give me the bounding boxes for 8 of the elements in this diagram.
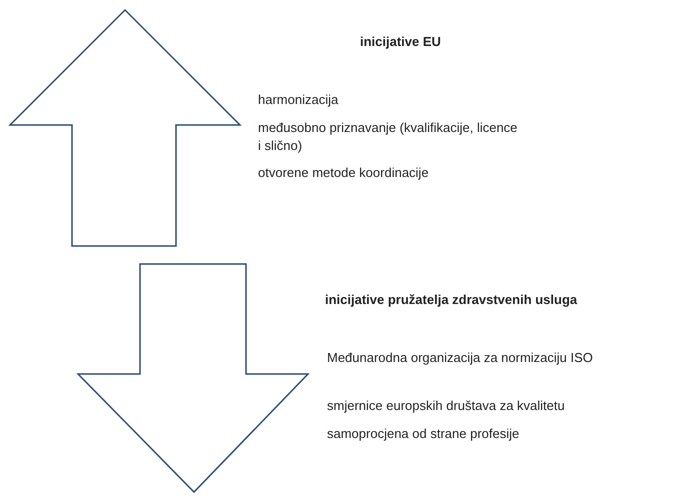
list-item: otvorene metode koordinacije bbox=[258, 164, 430, 182]
list-item: međusobno priznavanje (kvalifikacije, licence i slično) bbox=[258, 119, 518, 155]
heading: inicijative pružatelja zdravstvenih usluga bbox=[325, 291, 578, 309]
list-item: samoprocjena od strane profesije bbox=[327, 425, 520, 443]
list-item: harmonizacija bbox=[258, 91, 340, 109]
list-item: Međunarodna organizacija za normizaciju ISO bbox=[327, 349, 594, 367]
list-item: smjernice europskih društava za kvalitetu bbox=[327, 397, 566, 415]
heading: inicijative EU bbox=[360, 33, 442, 51]
